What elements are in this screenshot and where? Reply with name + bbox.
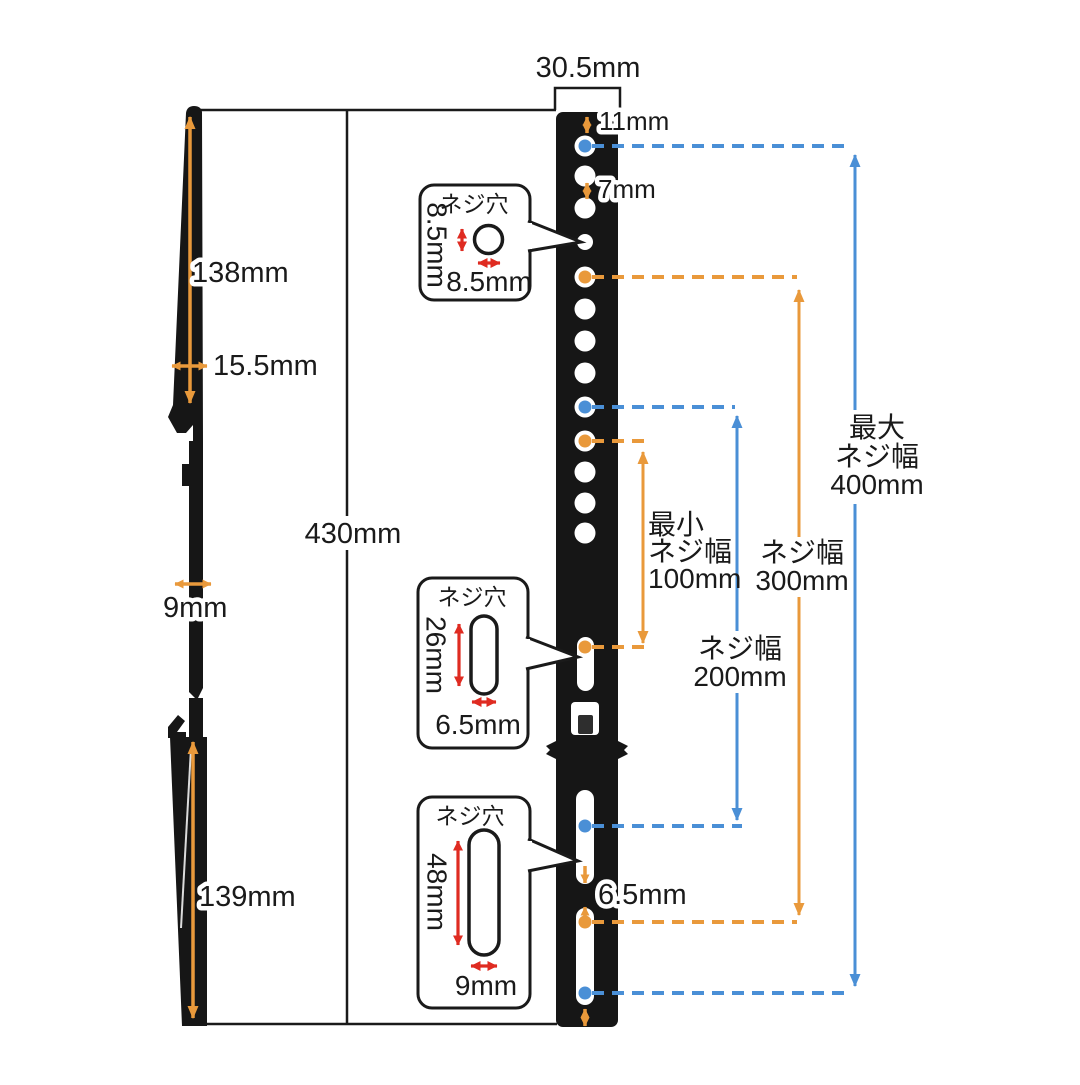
callout-bottom-pointer: [527, 837, 583, 873]
slot-gap-label: 6.5mm: [598, 879, 687, 911]
callout-bottom-slot-shape: [467, 828, 501, 957]
width-200-line2: 200mm: [693, 661, 786, 692]
callout-top-hole-shape: [472, 223, 505, 256]
right-tab: [618, 741, 628, 759]
max-width-label: 最大 ネジ幅 400mm: [830, 412, 923, 500]
width-200-label: ネジ幅 200mm: [693, 633, 786, 692]
callout-top-v-label: 8.5mm: [422, 202, 453, 288]
width-extension-bracket: [553, 86, 622, 110]
callout-middle-slot: ネジ穴 26mm 6.5mm: [416, 576, 584, 750]
callout-bottom-h-label: 9mm: [455, 970, 517, 1001]
callout-top-h-label: 8.5mm: [446, 266, 532, 297]
max-width-line3: 400mm: [830, 469, 923, 500]
callout-bottom-v-label: 48mm: [422, 853, 453, 931]
screw-head: [578, 715, 593, 734]
callout-bottom-slot: ネジ穴 48mm 9mm: [416, 795, 583, 1010]
width-300-line2: 300mm: [755, 565, 848, 596]
width-measurement-lines: [637, 154, 920, 987]
callout-middle-slot-shape: [469, 614, 499, 696]
dim-155-label: 15.5mm: [213, 350, 318, 382]
dim-305-label: 30.5mm: [536, 52, 641, 84]
front-view-dimensions: 30.5mm 11mm 7mm 6.5mm: [531, 48, 691, 1027]
min-width-label: 最小 ネジ幅 100mm: [648, 509, 741, 594]
dim-430-label: 430mm: [305, 518, 402, 550]
callout-middle-pointer: [525, 635, 584, 671]
reference-lines: [578, 139, 852, 1000]
width-300-line1: ネジ幅: [760, 537, 844, 568]
left-tab: [546, 741, 556, 759]
width-300-label: ネジ幅 300mm: [755, 537, 848, 596]
min-width-line2: ネジ幅: [648, 536, 732, 567]
max-width-line2: ネジ幅: [835, 441, 919, 472]
min-width-line3: 100mm: [648, 563, 741, 594]
callout-top-screw-hole: ネジ穴 8.5mm 8.5mm: [418, 183, 587, 302]
dim-11-label: 11mm: [599, 106, 669, 136]
dim-9-label: 9mm: [163, 592, 227, 624]
front-view-bar: [546, 112, 628, 1027]
side-middle-bar: [189, 441, 203, 700]
dim-139-label: 139mm: [199, 881, 296, 913]
vesa-bar: [556, 112, 618, 1027]
min-width-line1: 最小: [648, 509, 704, 540]
side-clip-hook: [168, 715, 186, 738]
side-lower-bar: [189, 698, 203, 738]
max-width-line1: 最大: [849, 412, 905, 443]
side-view-dimensions: 138mm 15.5mm 430mm 9mm 139mm: [159, 116, 402, 1019]
callout-top-title: ネジ穴: [440, 191, 509, 217]
callout-top-pointer: [527, 219, 587, 253]
width-200-line1: ネジ幅: [698, 633, 782, 664]
callout-middle-title: ネジ穴: [438, 584, 507, 610]
construction-lines: [192, 86, 622, 1026]
bottom-slot-lower: [576, 908, 594, 1005]
side-step: [182, 464, 191, 486]
callout-middle-h-label: 6.5mm: [435, 709, 521, 740]
screw-holes: [574, 135, 596, 544]
dim-7-label: 7mm: [598, 174, 656, 204]
callout-bottom-title: ネジ穴: [436, 803, 505, 829]
callout-middle-v-label: 26mm: [421, 616, 452, 694]
dim-138-label: 138mm: [192, 257, 289, 289]
width-labels: 最小 ネジ幅 100mm ネジ幅 200mm ネジ幅 300mm 最大 ネジ幅 …: [648, 412, 924, 692]
